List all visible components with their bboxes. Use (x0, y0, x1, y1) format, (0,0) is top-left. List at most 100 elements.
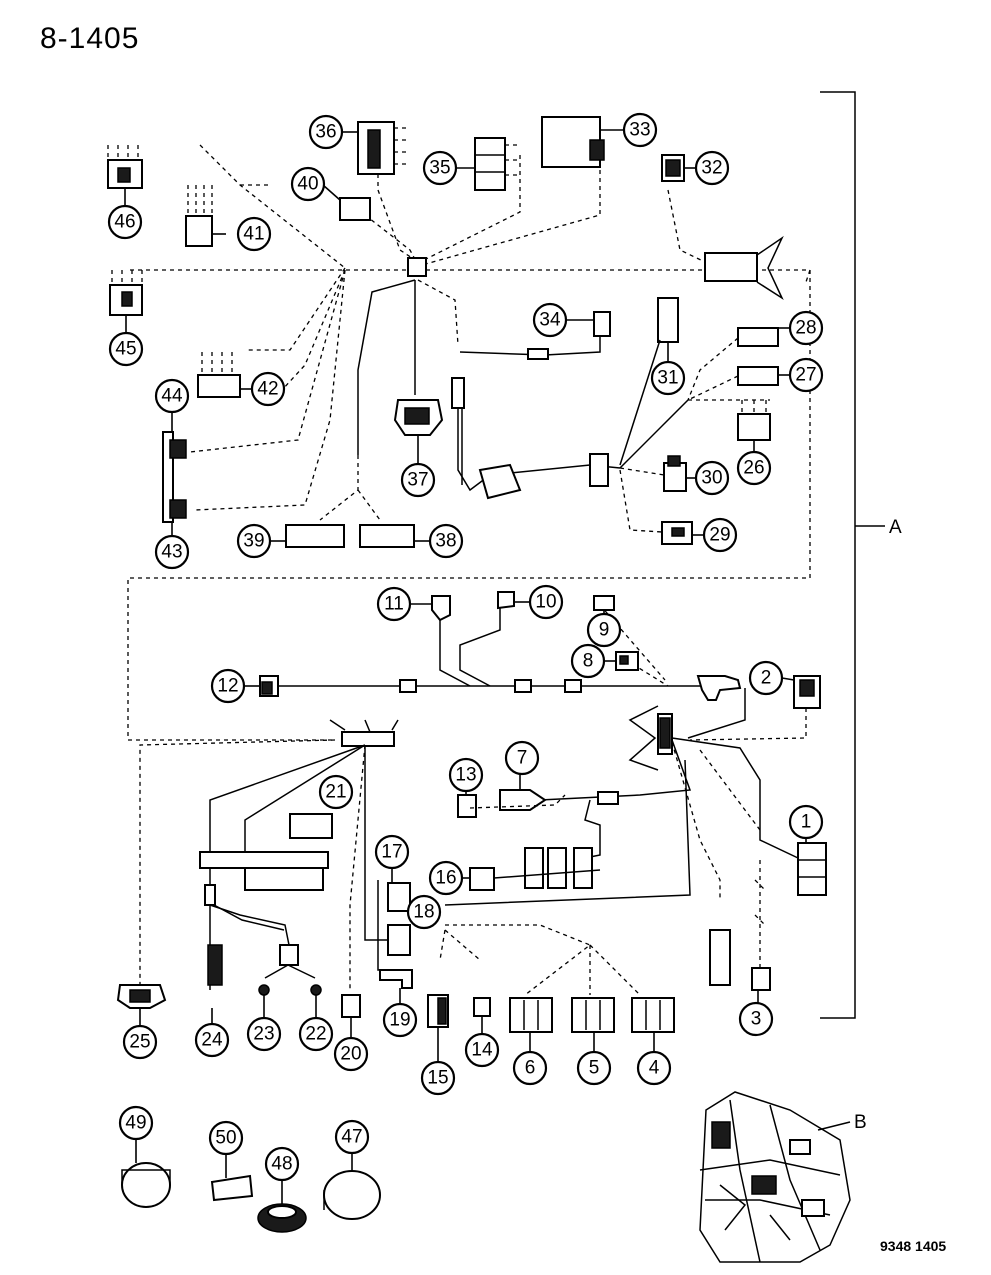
callout-46: 46 (107, 204, 143, 240)
svg-text:18: 18 (413, 902, 434, 923)
svg-text:13: 13 (455, 765, 476, 786)
bulkhead-connector-upper (704, 235, 784, 301)
svg-text:9: 9 (599, 620, 610, 641)
sensor-20 (341, 994, 361, 1038)
callout-11: 11 (376, 586, 412, 622)
svg-text:42: 42 (257, 379, 278, 400)
svg-text:31: 31 (657, 368, 678, 389)
svg-text:19: 19 (389, 1010, 410, 1031)
svg-text:26: 26 (743, 458, 764, 479)
label-b: B (854, 1112, 867, 1133)
callout-7: 7 (504, 740, 540, 776)
callout-15: 15 (420, 1060, 456, 1096)
callout-33: 33 (622, 112, 658, 148)
connector-37 (393, 399, 444, 464)
callout-30: 30 (694, 460, 730, 496)
svg-text:29: 29 (709, 525, 730, 546)
svg-text:37: 37 (407, 470, 428, 491)
callout-17: 17 (374, 834, 410, 870)
harness-7 (499, 774, 619, 811)
sensor-3 (709, 929, 771, 1004)
page-title: 8-1405 (40, 22, 140, 55)
wire-to-relays (439, 924, 641, 996)
junction-block-lower (329, 719, 399, 747)
relay-17 (377, 868, 411, 971)
connector-32 (661, 154, 696, 182)
svg-text:7: 7 (517, 748, 528, 769)
callout-20: 20 (333, 1036, 369, 1072)
svg-text:21: 21 (325, 782, 346, 803)
callout-31: 31 (650, 360, 686, 396)
callout-3: 3 (738, 1001, 774, 1037)
sensor-11 (410, 595, 451, 622)
callout-37: 37 (400, 462, 436, 498)
sensor-19 (379, 969, 413, 1006)
callout-43: 43 (154, 534, 190, 570)
callout-40: 40 (290, 166, 326, 202)
sensor-12 (244, 675, 279, 697)
relay-42 (197, 352, 252, 398)
callout-1: 1 (788, 804, 824, 840)
wire-lower-trunk (209, 744, 390, 941)
clip-50 (210, 1154, 254, 1202)
svg-text:44: 44 (161, 386, 183, 407)
svg-text:46: 46 (114, 212, 135, 233)
callout-42: 42 (250, 371, 286, 407)
sensor-10 (497, 591, 530, 610)
svg-text:10: 10 (535, 592, 556, 613)
callout-13: 13 (448, 757, 484, 793)
svg-text:45: 45 (115, 339, 136, 360)
callout-50: 50 (208, 1120, 244, 1156)
connector-41 (185, 185, 226, 247)
relay-5 (571, 997, 615, 1052)
svg-text:25: 25 (129, 1032, 150, 1053)
callout-26: 26 (736, 450, 772, 486)
connector-36 (342, 121, 410, 175)
svg-text:1: 1 (801, 812, 812, 833)
svg-text:34: 34 (539, 310, 561, 331)
callout-28: 28 (788, 310, 824, 346)
svg-text:49: 49 (125, 1113, 146, 1134)
callout-29: 29 (702, 517, 738, 553)
battery-tray-21 (199, 813, 333, 891)
connector-26 (737, 400, 771, 453)
callout-47: 47 (334, 1119, 370, 1155)
relay-bank-16 (462, 847, 601, 891)
svg-text:43: 43 (161, 542, 182, 563)
junction-block-upper (407, 257, 427, 277)
callout-25: 25 (122, 1024, 158, 1060)
svg-text:14: 14 (471, 1040, 493, 1061)
svg-text:28: 28 (795, 318, 816, 339)
svg-text:22: 22 (305, 1024, 326, 1045)
callout-23: 23 (246, 1016, 282, 1052)
connector-38 (359, 524, 415, 548)
callout-48: 48 (264, 1146, 300, 1182)
connector-28 (737, 327, 779, 347)
svg-text:30: 30 (701, 468, 722, 489)
terminal-22 (310, 984, 322, 1018)
wire-to-20 (349, 744, 366, 990)
inset-location-view (699, 1091, 851, 1263)
label-a: A (889, 517, 902, 538)
svg-text:20: 20 (340, 1044, 361, 1065)
callout-2: 2 (748, 660, 784, 696)
connector-1 (797, 838, 827, 896)
engine-harness-lower (444, 737, 799, 975)
svg-text:39: 39 (243, 531, 264, 552)
sensor-13 (457, 790, 566, 818)
svg-text:16: 16 (435, 868, 456, 889)
connector-27 (737, 366, 779, 386)
svg-text:5: 5 (589, 1058, 600, 1079)
svg-text:11: 11 (384, 594, 404, 615)
svg-text:4: 4 (649, 1058, 660, 1079)
svg-text:3: 3 (751, 1009, 762, 1030)
connector-45 (109, 270, 143, 332)
relay-4 (631, 997, 675, 1052)
connector-25 (116, 984, 167, 1026)
svg-text:36: 36 (315, 122, 336, 143)
callout-14: 14 (464, 1032, 500, 1068)
svg-text:15: 15 (427, 1068, 448, 1089)
engine-harness-upper (451, 377, 689, 500)
module-33 (541, 116, 624, 168)
